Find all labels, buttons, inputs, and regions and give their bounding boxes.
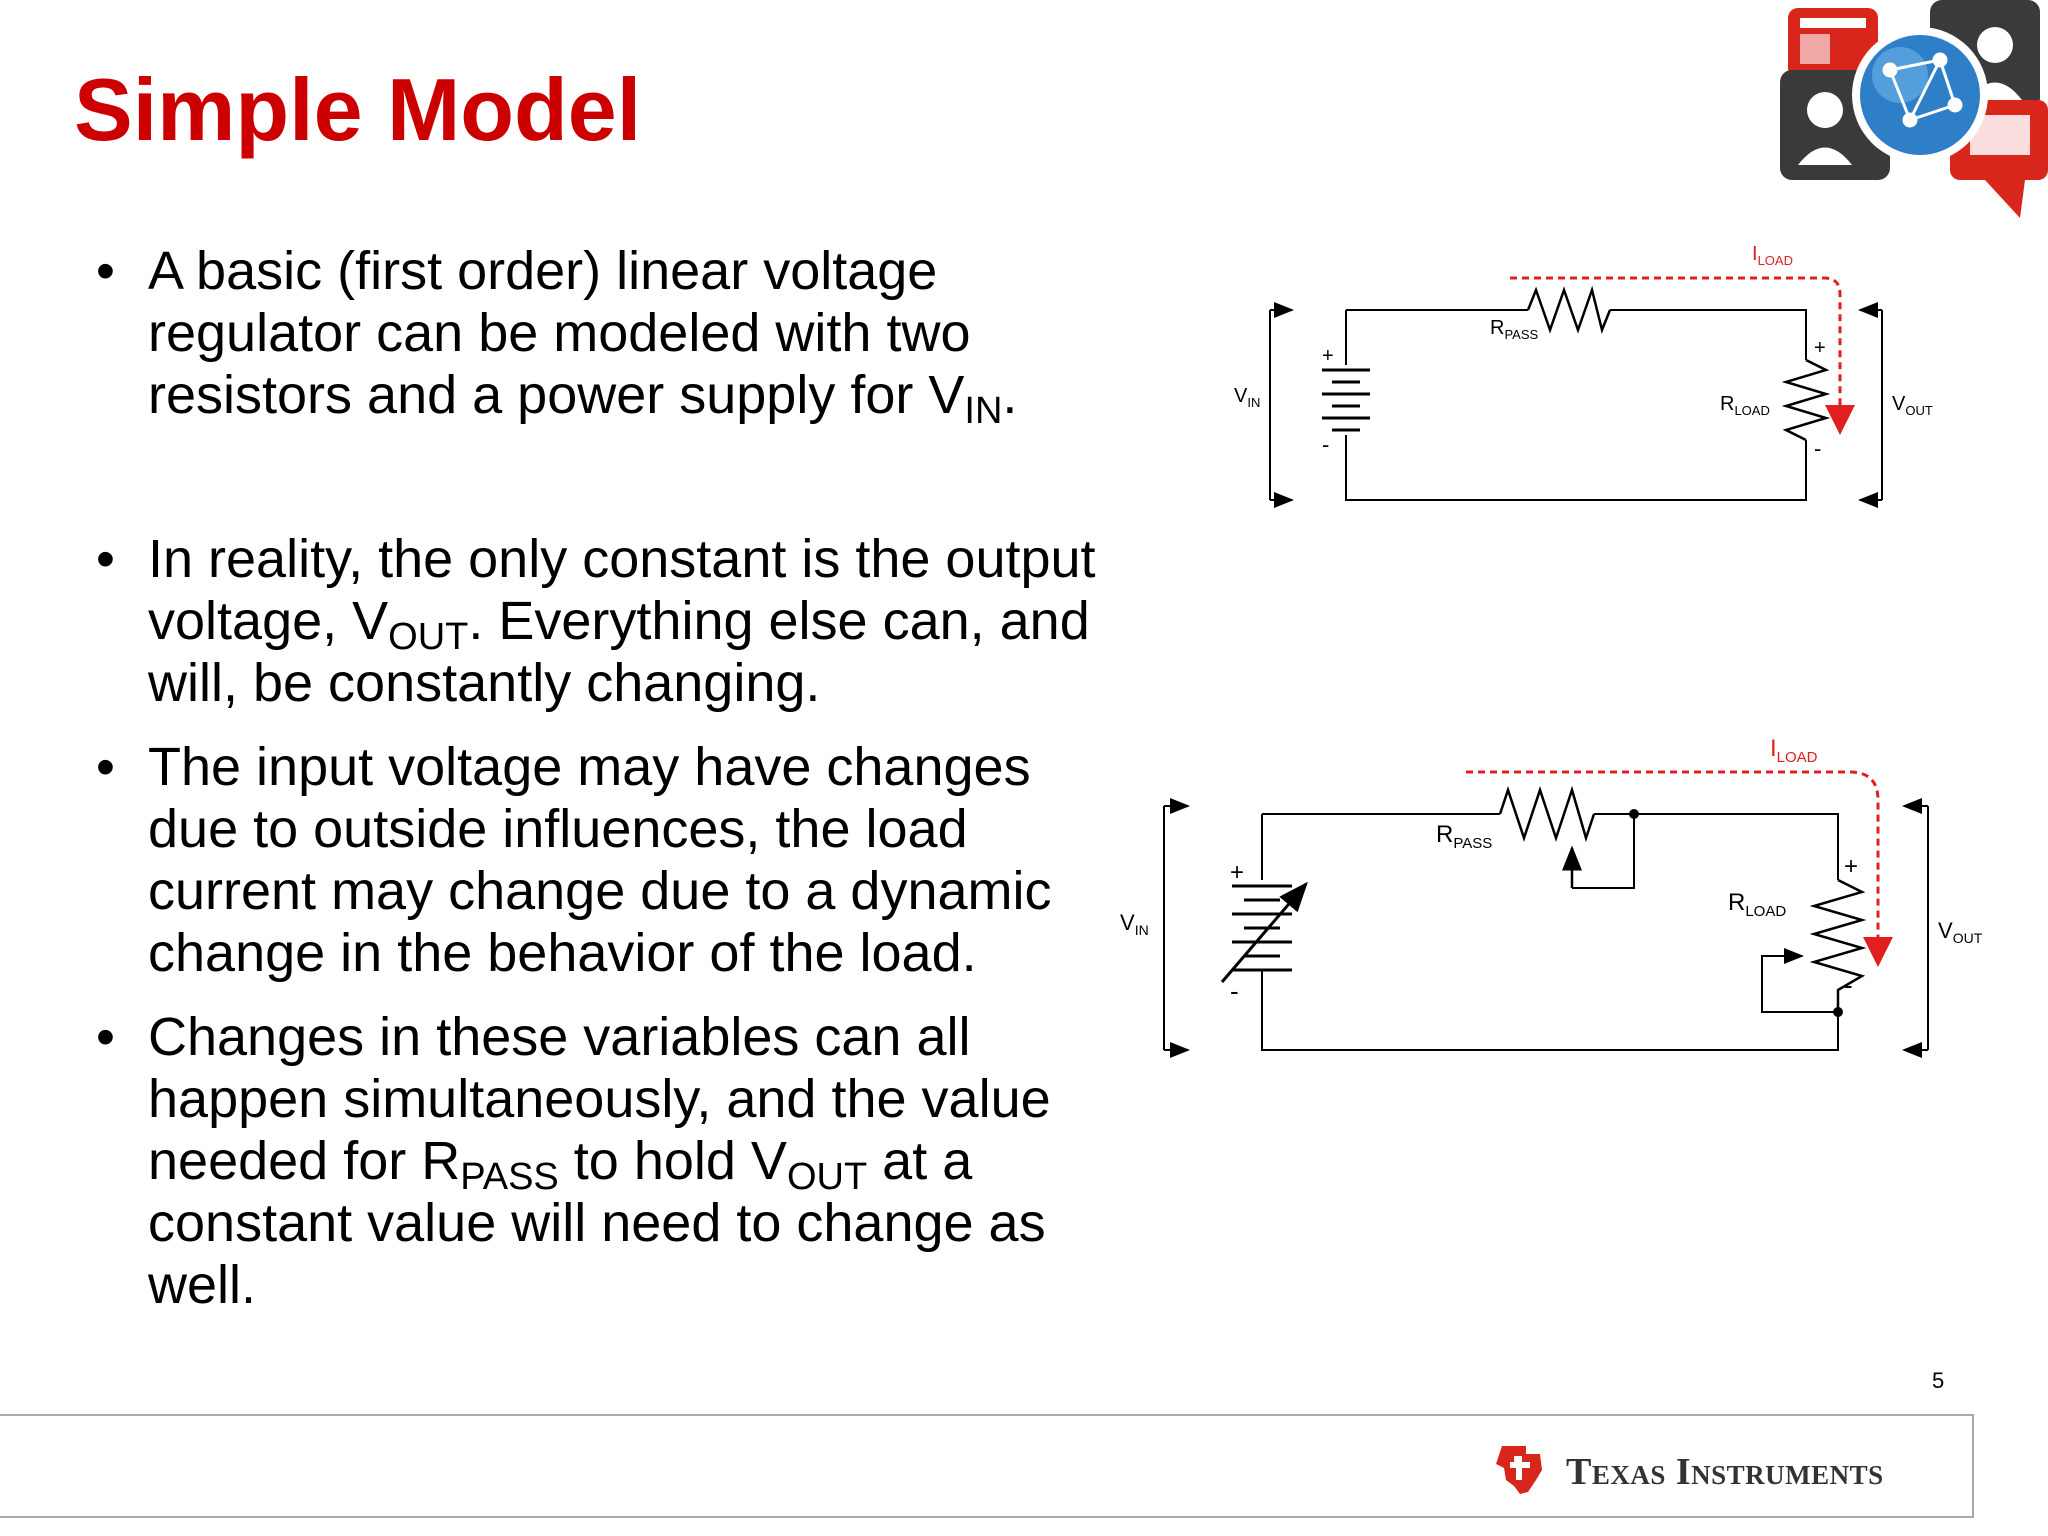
vout-label: VOUT [1892,393,1933,418]
bullet-dot: • [96,737,115,797]
rload-variable-resistor [1809,878,1867,1012]
svg-text:+: + [1230,859,1244,886]
ti-logo-icon [1496,1446,1542,1494]
svg-text:-: - [1844,970,1853,1000]
footer-company-name: Texas Instruments [1566,1451,1884,1493]
bullet-list: • A basic (first order) linear voltage r… [96,240,1116,1316]
rload-label: RLOAD [1720,393,1770,418]
bullet-item: • Changes in these variables can all hap… [96,1007,1051,1315]
iload-label: ILOAD [1770,735,1818,766]
iload-label: ILOAD [1752,243,1793,268]
svg-text:-: - [1814,436,1821,461]
circuit-diagram-fixed: VIN + - RPASS RLOAD + - ILOAD VOUT [1234,243,1933,508]
bullet-dot: • [96,529,115,589]
rload-label: RLOAD [1728,889,1786,920]
network-collaboration-logo [1780,0,2048,218]
rpass-label: RPASS [1436,821,1492,852]
svg-text:-: - [1230,976,1239,1006]
iload-current-arrow [1510,276,1855,435]
rpass-resistor [1526,285,1612,335]
svg-text:-: - [1322,432,1329,457]
page-number: 5 [1932,1368,1945,1393]
battery-symbol [1322,368,1370,432]
iload-current-arrow [1466,770,1893,967]
rpass-variable-resistor [1498,785,1596,843]
variable-battery-symbol [1232,884,1292,972]
svg-text:+: + [1844,853,1858,880]
bullet-dot: • [96,241,115,301]
svg-text:+: + [1814,337,1826,359]
vin-label: VIN [1234,385,1260,410]
rload-resistor [1781,358,1831,442]
vout-label: VOUT [1938,918,1983,946]
svg-text:+: + [1322,345,1334,367]
footer-bar [0,1414,1974,1518]
vin-label: VIN [1120,910,1149,938]
slide-title: Simple Model [74,60,642,159]
bullet-item: • The input voltage may have changes due… [96,737,1052,983]
bullet-item: • A basic (first order) linear voltage r… [96,241,1018,432]
rpass-label: RPASS [1490,317,1539,342]
bullet-dot: • [96,1007,115,1067]
bullet-item: • In reality, the only constant is the o… [96,529,1096,713]
circuit-diagram-variable: VIN + - RPASS RLOAD + - ILOAD VOUT [1120,735,1983,1058]
